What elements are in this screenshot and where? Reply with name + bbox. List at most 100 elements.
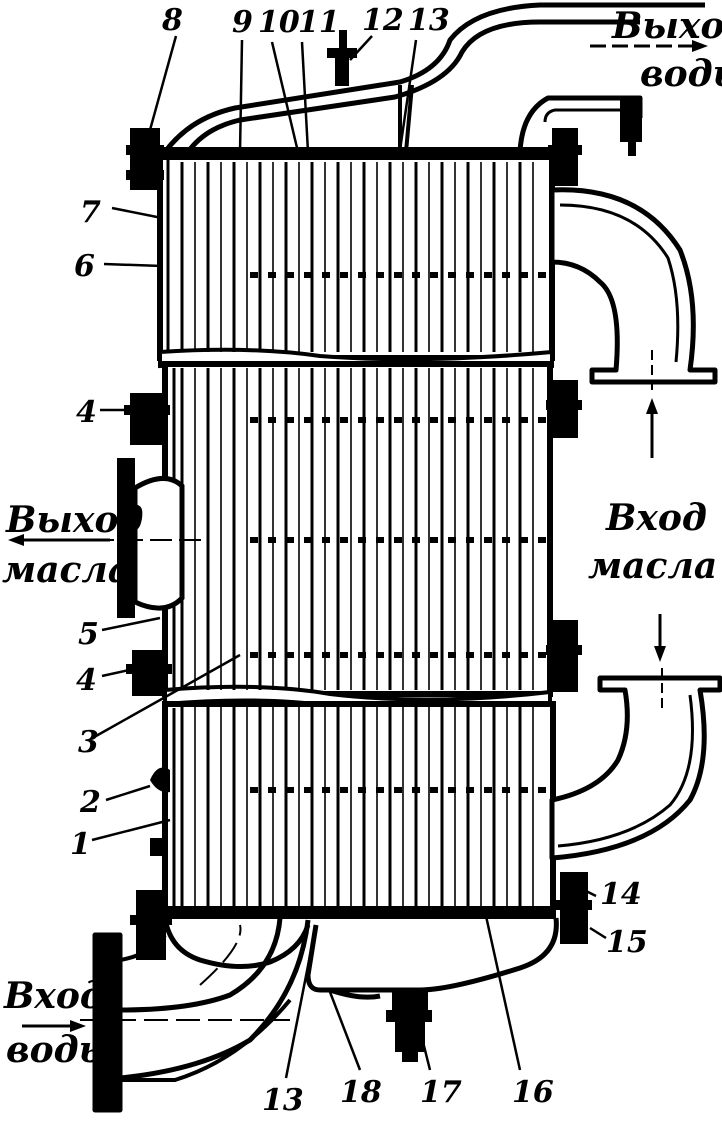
- bottom-cover: [92, 917, 559, 1113]
- shell-section-lower: [160, 701, 556, 919]
- part-number-callouts: 8 9 10 11 12 13 7 6 4 5 4 3 2 1 14 15 13…: [70, 3, 648, 1118]
- water-in-line2: воды: [6, 1029, 115, 1071]
- baffle-mark: [430, 537, 438, 543]
- baffle-mark: [358, 417, 366, 423]
- baffle-mark: [250, 652, 258, 658]
- callout-2: 2: [79, 785, 101, 820]
- baffle-mark: [430, 417, 438, 423]
- baffle-mark: [304, 272, 312, 278]
- tube-bundle: [180, 162, 546, 906]
- baffle-mark: [376, 652, 384, 658]
- baffle-mark: [484, 652, 492, 658]
- baffle-mark: [376, 537, 384, 543]
- oil-out-line2: масла: [2, 549, 131, 591]
- inlet-centerline: [80, 924, 290, 1021]
- baffle-mark: [340, 652, 348, 658]
- baffle-mark: [448, 652, 456, 658]
- baffle-mark: [502, 652, 510, 658]
- baffle-mark: [358, 272, 366, 278]
- baffle-mark: [286, 537, 294, 543]
- callout-4-upper: 4: [76, 395, 97, 430]
- callout-4-lower: 4: [76, 663, 97, 698]
- baffle-mark: [502, 417, 510, 423]
- baffle-mark: [340, 417, 348, 423]
- baffle-mark: [322, 537, 330, 543]
- callout-6: 6: [74, 249, 95, 284]
- baffle-mark: [484, 272, 492, 278]
- baffle-mark: [250, 537, 258, 543]
- baffle-mark: [448, 417, 456, 423]
- drain-plug: [386, 988, 432, 1062]
- baffle-mark: [286, 417, 294, 423]
- baffle-mark: [430, 652, 438, 658]
- baffle-mark: [448, 787, 456, 793]
- baffle-mark: [412, 652, 420, 658]
- baffle-mark: [538, 272, 546, 278]
- flow-label-water-in: Вход воды: [3, 975, 115, 1071]
- callout-1: 1: [70, 827, 91, 862]
- top-right-bracket: [620, 96, 642, 156]
- baffle-mark: [376, 272, 384, 278]
- baffle-mark: [304, 787, 312, 793]
- baffle-mark: [394, 787, 402, 793]
- flange-bolts: [124, 128, 592, 960]
- air-vent-valve: [327, 30, 357, 86]
- baffle-mark: [394, 652, 402, 658]
- baffle-mark: [466, 272, 474, 278]
- baffle-mark: [340, 537, 348, 543]
- baffle-mark: [520, 787, 528, 793]
- callout-18: 18: [340, 1075, 382, 1110]
- shell-section-middle: [162, 361, 553, 697]
- callout-13-top: 13: [408, 3, 450, 38]
- baffle-mark: [484, 417, 492, 423]
- flow-label-water-out: Выход воды: [611, 5, 722, 95]
- baffle-mark: [538, 417, 546, 423]
- callout-12: 12: [362, 3, 404, 38]
- baffle-mark: [412, 417, 420, 423]
- callout-16: 16: [512, 1075, 554, 1110]
- leader-lines: [91, 35, 607, 1079]
- baffle-mark: [394, 272, 402, 278]
- baffle-mark: [466, 652, 474, 658]
- baffle-mark: [322, 417, 330, 423]
- baffle-mark: [286, 652, 294, 658]
- oil-out-line1: Выход: [5, 499, 144, 541]
- callout-14: 14: [600, 877, 642, 912]
- baffle-mark: [448, 272, 456, 278]
- baffle-mark: [322, 652, 330, 658]
- baffle-mark: [538, 537, 546, 543]
- water-in-line1: Вход: [3, 975, 105, 1017]
- callout-3: 3: [78, 725, 99, 760]
- baffle-mark: [358, 652, 366, 658]
- callout-7: 7: [80, 195, 101, 230]
- baffle-mark: [430, 787, 438, 793]
- baffle-mark: [502, 272, 510, 278]
- baffle-mark: [394, 537, 402, 543]
- baffle-mark: [340, 787, 348, 793]
- baffle-mark: [466, 417, 474, 423]
- oil-outlet-nozzle: [92, 458, 205, 618]
- baffle-mark: [250, 787, 258, 793]
- baffle-mark: [520, 652, 528, 658]
- baffle-mark: [250, 272, 258, 278]
- baffle-mark: [358, 787, 366, 793]
- baffle-mark: [466, 787, 474, 793]
- baffle-mark: [376, 417, 384, 423]
- flow-label-oil-out: Выход масла: [2, 499, 144, 591]
- baffle-mark: [502, 787, 510, 793]
- baffle-mark: [376, 787, 384, 793]
- callout-11: 11: [298, 5, 340, 40]
- oil-in-line1: Вход: [605, 497, 707, 539]
- baffle-mark: [304, 417, 312, 423]
- baffle-mark: [520, 417, 528, 423]
- baffle-mark: [358, 537, 366, 543]
- baffle-mark: [538, 652, 546, 658]
- baffle-mark: [484, 787, 492, 793]
- baffle-mark: [322, 272, 330, 278]
- baffle-mark: [448, 537, 456, 543]
- baffle-mark: [538, 787, 546, 793]
- baffle-mark: [268, 652, 276, 658]
- water-out-line1: Выход: [611, 5, 722, 47]
